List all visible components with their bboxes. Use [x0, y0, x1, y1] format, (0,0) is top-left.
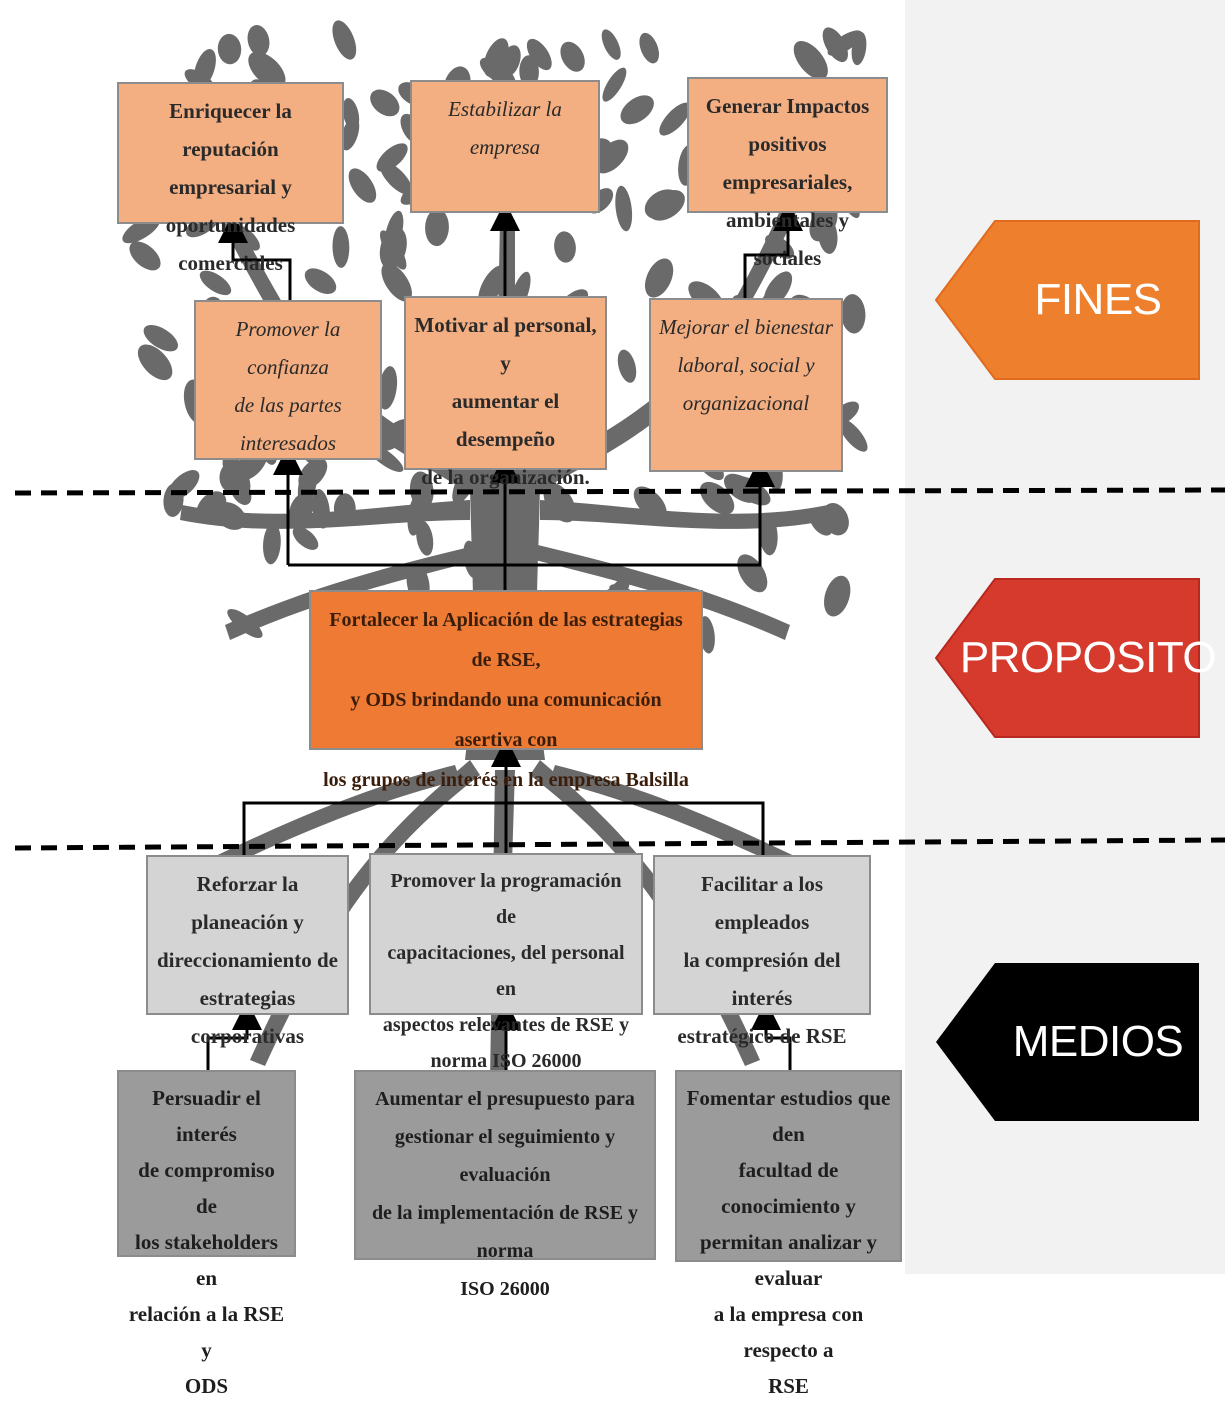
leaf-shape	[304, 268, 337, 294]
leaf-shape	[526, 38, 552, 71]
leaf-shape	[341, 116, 360, 151]
proposito-arrow	[935, 578, 1200, 738]
fines-arrow	[935, 220, 1200, 380]
leaf-shape	[615, 185, 633, 232]
leaf-shape	[407, 493, 425, 536]
separator-line-top	[14, 487, 1225, 496]
fin-box-motivate: Motivar al personal, y aumentar el desem…	[404, 296, 607, 489]
leaf-shape	[594, 139, 629, 174]
fin-box-wellbeing: Mejorar el bienestar laboral, social y o…	[649, 298, 843, 472]
leaf-shape	[824, 575, 851, 617]
leaf-shape	[793, 40, 828, 80]
leaf-shape	[617, 349, 637, 383]
medio-box-employees: Facilitar a los empleados la compresión …	[653, 855, 871, 1048]
proposito-label: PROPOSITO	[959, 633, 1217, 682]
fin-box-trust: Promover la confianza de las partes inte…	[194, 300, 382, 460]
leaf-shape	[247, 24, 270, 57]
leaf-shape	[332, 226, 350, 268]
leaf-shape	[292, 526, 319, 550]
leaf-shape	[602, 67, 627, 102]
leaf-shape	[333, 493, 356, 525]
medio-box-studies: Fomentar estudios que den facultad de co…	[675, 1070, 902, 1398]
separator-line-bottom	[14, 837, 1225, 851]
leaf-shape	[263, 523, 281, 565]
leaf-shape	[312, 489, 330, 529]
leaf-shape	[378, 366, 398, 410]
medios-arrow	[936, 963, 1199, 1121]
leaf-shape	[289, 492, 315, 524]
leaf-shape	[840, 294, 866, 334]
leaf-shape	[376, 143, 408, 172]
leaf-shape	[633, 486, 667, 520]
leaf-shape	[519, 55, 539, 88]
fin-box-stabilize: Estabilizar la empresa	[410, 80, 600, 213]
leaf-shape	[129, 241, 161, 271]
leaf-shape	[659, 102, 691, 136]
leaf-shape	[381, 263, 412, 302]
leaf-shape	[199, 270, 232, 296]
connector-lines	[14, 201, 1225, 1070]
medio-box-stakeholders: Persuadir el interés de compromiso de lo…	[117, 1070, 296, 1398]
leaf-shape	[560, 41, 585, 72]
leaf-shape	[554, 231, 576, 263]
medio-box-budget: Aumentar el presupuesto para gestionar e…	[354, 1070, 656, 1300]
leaf-shape	[379, 227, 407, 270]
fines-label: FINES	[1034, 275, 1162, 324]
leaf-shape	[463, 540, 480, 579]
fin-box-impacts: Generar Impactos positivos empresariales…	[687, 77, 888, 270]
leaf-shape	[217, 33, 242, 65]
leaf-shape	[838, 418, 868, 452]
leaf-shape	[227, 608, 263, 639]
leaf-shape	[370, 89, 400, 117]
leaf-shape	[644, 189, 680, 219]
leaf-shape	[196, 491, 227, 524]
leaf-shape	[758, 512, 778, 556]
leaf-shape	[601, 29, 621, 60]
leaf-shape	[137, 344, 173, 381]
fin-box-reputation: Enriquecer la reputación empresarial y o…	[117, 82, 344, 275]
leaf-shape	[332, 20, 357, 60]
leaf-shape	[348, 168, 377, 203]
purpose-box: Fortalecer la Aplicación de las estrateg…	[309, 590, 703, 791]
leaf-shape	[822, 503, 849, 536]
leaf-shape	[620, 95, 654, 125]
leaf-shape	[248, 51, 286, 89]
leaf-shape	[416, 520, 434, 556]
leaf-shape	[229, 477, 252, 506]
leaf-shape	[644, 258, 674, 298]
leaf-shape	[425, 208, 449, 247]
leaf-shape	[483, 38, 509, 77]
leaf-shape	[639, 32, 659, 64]
leaf-shape	[699, 481, 735, 515]
medios-label: MEDIOS	[1012, 1017, 1184, 1066]
leaf-shape	[822, 27, 848, 63]
leaf-shape	[143, 325, 179, 352]
medio-box-training: Promover la programación de capacitacion…	[369, 853, 643, 1072]
medio-box-planning: Reforzar la planeación y direccionamient…	[146, 855, 349, 1048]
leaf-shape	[298, 458, 328, 489]
